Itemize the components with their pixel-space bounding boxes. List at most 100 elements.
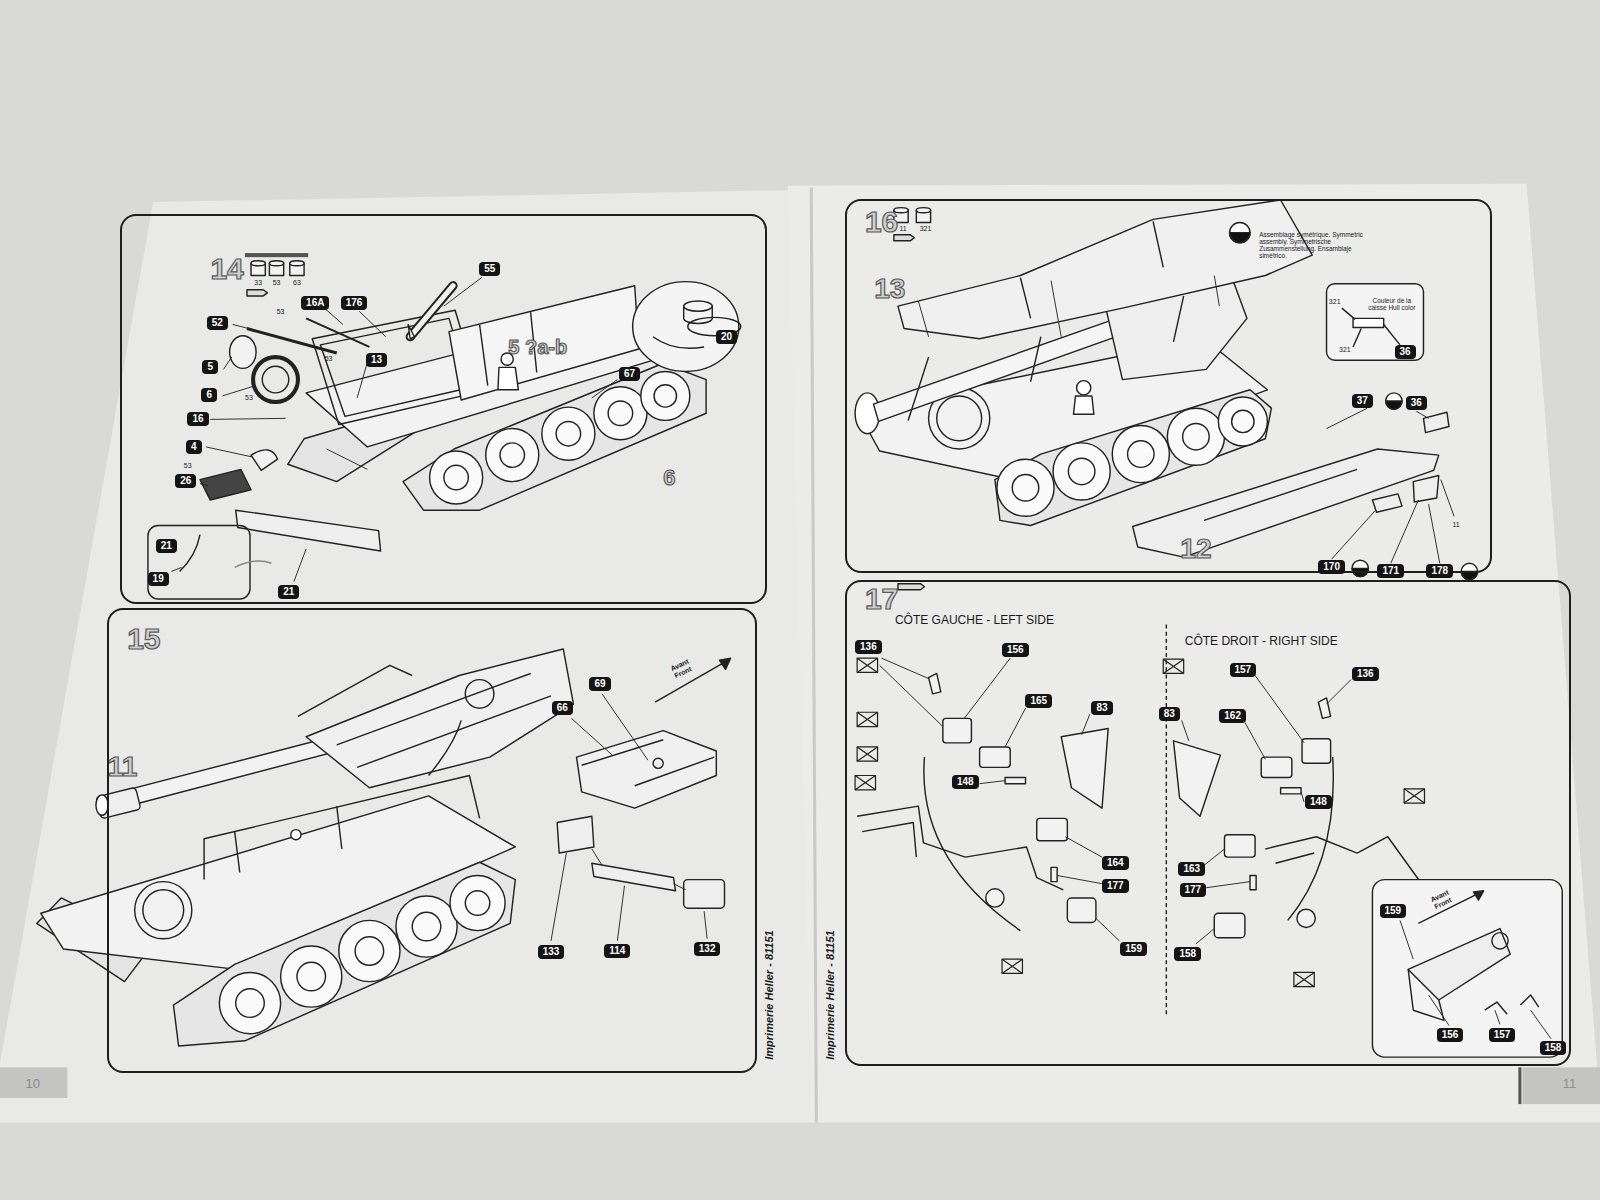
step-15-drawing-part-part [396, 896, 457, 957]
part-number: 165 [1030, 695, 1047, 706]
part-number: 162 [1224, 710, 1241, 721]
step-16-drawing-part-part [1332, 510, 1376, 559]
callout-number: 158 [1540, 1041, 1567, 1055]
callout-number: 66 [552, 701, 573, 715]
step-16-drawing-part [1153, 221, 1163, 267]
step-17-drawing-part [880, 658, 1551, 1039]
step-15-drawing-part [337, 806, 342, 849]
step-14-drawing-part [245, 253, 308, 257]
callout-number: 148 [952, 775, 979, 789]
symmetry-icon-part [1352, 560, 1368, 576]
part-number: 16A [306, 297, 324, 308]
step-17-drawing-part-part [1182, 720, 1189, 740]
step-15-drawing-part-part [236, 989, 265, 1018]
step-14-drawing-part-part [233, 324, 249, 328]
crossed-box-part [1404, 789, 1424, 803]
step-15-drawing-part [298, 665, 412, 716]
step-14-drawing-part-part [556, 421, 580, 445]
callout-number: 156 [1002, 643, 1029, 657]
callout-number: 165 [1025, 694, 1052, 708]
step-15-drawing-part [551, 694, 707, 941]
step-17-drawing-part [1473, 891, 1483, 900]
step-17-drawing-part-part [1067, 898, 1096, 922]
step-15-drawing-part [236, 891, 490, 1018]
crossed-box-part [1294, 972, 1314, 986]
crossed-box-part [1002, 959, 1022, 973]
step-15-drawing-part-part [297, 962, 326, 991]
booklet-pages-part [811, 188, 816, 1123]
step-14-drawing-part-part [251, 261, 265, 266]
step-14-drawing-part [320, 318, 469, 416]
step-14-drawing-part [171, 278, 617, 582]
callout-number: 162 [1219, 709, 1246, 723]
step-16-drawing-part [1384, 324, 1400, 344]
crossed-box-part [1002, 959, 1022, 973]
step-17-drawing-part-part [880, 665, 943, 726]
callout-number: 37 [1352, 394, 1373, 408]
callout-number: 4 [186, 440, 202, 454]
step-15-drawing-part [357, 696, 551, 767]
step-14-drawing-part-part [608, 401, 632, 425]
step-16-drawing-part [1204, 469, 1357, 520]
step-15-drawing-part-part [617, 886, 624, 941]
step-17-drawing-part-part [929, 673, 941, 693]
step-17-drawing-part [1492, 933, 1508, 949]
step-17-drawing-part-part [1196, 929, 1214, 944]
callout-number: 159 [1380, 904, 1407, 918]
step-16-drawing-part [1342, 308, 1355, 319]
step-17-drawing-part-part [882, 658, 929, 678]
part-number: 132 [699, 943, 716, 954]
step-14-drawing-part [410, 286, 453, 337]
step-14-drawing-part-part [206, 447, 253, 457]
step-14-drawing-part [235, 561, 272, 567]
step-14-drawing-part [403, 363, 706, 510]
label-text: 53 [273, 279, 281, 287]
crossed-box-part [857, 658, 877, 672]
label-text: Imprimerie Heller - 81151 [824, 930, 836, 1059]
part-number: 4 [191, 441, 197, 452]
part-number: 148 [1310, 796, 1327, 807]
step-14-drawing-part [684, 306, 713, 323]
step-17-drawing-part-part [1297, 909, 1315, 927]
step-14-drawing-part [306, 318, 369, 347]
part-number: 13 [371, 354, 382, 365]
step-panel: 156966133114132 [107, 608, 757, 1073]
step-14-drawing-part-part [542, 407, 595, 460]
part-number: 5 [207, 361, 213, 372]
step-17-drawing-part-part [1224, 835, 1255, 857]
step-16-drawing-part-part [1327, 408, 1368, 428]
part-number: 6 [206, 389, 212, 400]
step-14-drawing-part [200, 469, 251, 500]
step-17-drawing-part-part [1400, 920, 1413, 959]
step-14-drawing-part [410, 286, 453, 337]
callout-number: 20 [716, 330, 737, 344]
step-14-drawing-part [180, 535, 200, 572]
step-16-drawing-part-part [997, 459, 1054, 516]
step-panel: 16363736170171178 [845, 199, 1492, 573]
part-number: 19 [153, 573, 164, 584]
step-17-drawing-part-part [1281, 788, 1301, 794]
callout-number: 164 [1102, 856, 1129, 870]
step-17-drawing-part-part [986, 889, 1004, 907]
step-16-drawing-part-part [918, 301, 928, 337]
callout-number: 171 [1377, 564, 1404, 578]
part-number: 114 [609, 945, 625, 956]
step-14-drawing-part [251, 261, 304, 276]
crossed-box-part [857, 747, 877, 761]
crossed-box-part [857, 712, 877, 726]
step-17-drawing-part-part [1057, 876, 1102, 884]
step-16-drawing-part [1327, 284, 1424, 361]
step-17-drawing-part-part [980, 781, 1006, 784]
step-16-drawing-part [908, 357, 928, 420]
part-number: 83 [1164, 708, 1175, 719]
step-15-drawing-part [291, 830, 301, 840]
step-17-drawing-part [1408, 929, 1510, 1000]
step-16-drawing-part-part [1429, 504, 1440, 563]
step-number: 17 [865, 584, 898, 614]
step-14-drawing-part-part [171, 567, 181, 571]
step-14-drawing-part-part [210, 418, 286, 419]
part-number: 66 [557, 702, 568, 713]
step-17-drawing-part [1372, 880, 1562, 1058]
step-14-drawing-part [480, 324, 488, 385]
callout-number: 158 [1174, 947, 1201, 961]
